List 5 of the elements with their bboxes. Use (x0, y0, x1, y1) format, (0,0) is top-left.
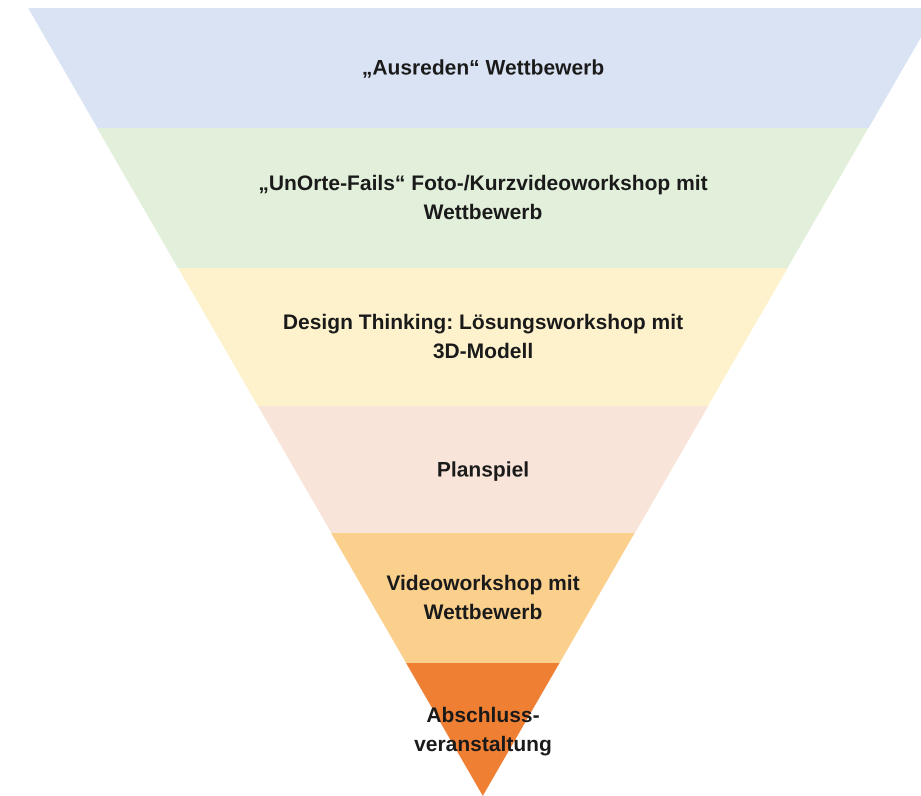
band-label: Design Thinking: Lösungsworkshop mit 3D-Modell (282, 310, 684, 365)
band-label: Videoworkshop mit Wettbewerb (385, 571, 581, 626)
band-label: Planspiel (436, 457, 530, 483)
band-label: „UnOrte-Fails“ Foto-/Kurzvideoworkshop mit Wettbewerb (257, 171, 709, 226)
band-label: „Ausreden“ Wettbewerb (360, 56, 606, 82)
